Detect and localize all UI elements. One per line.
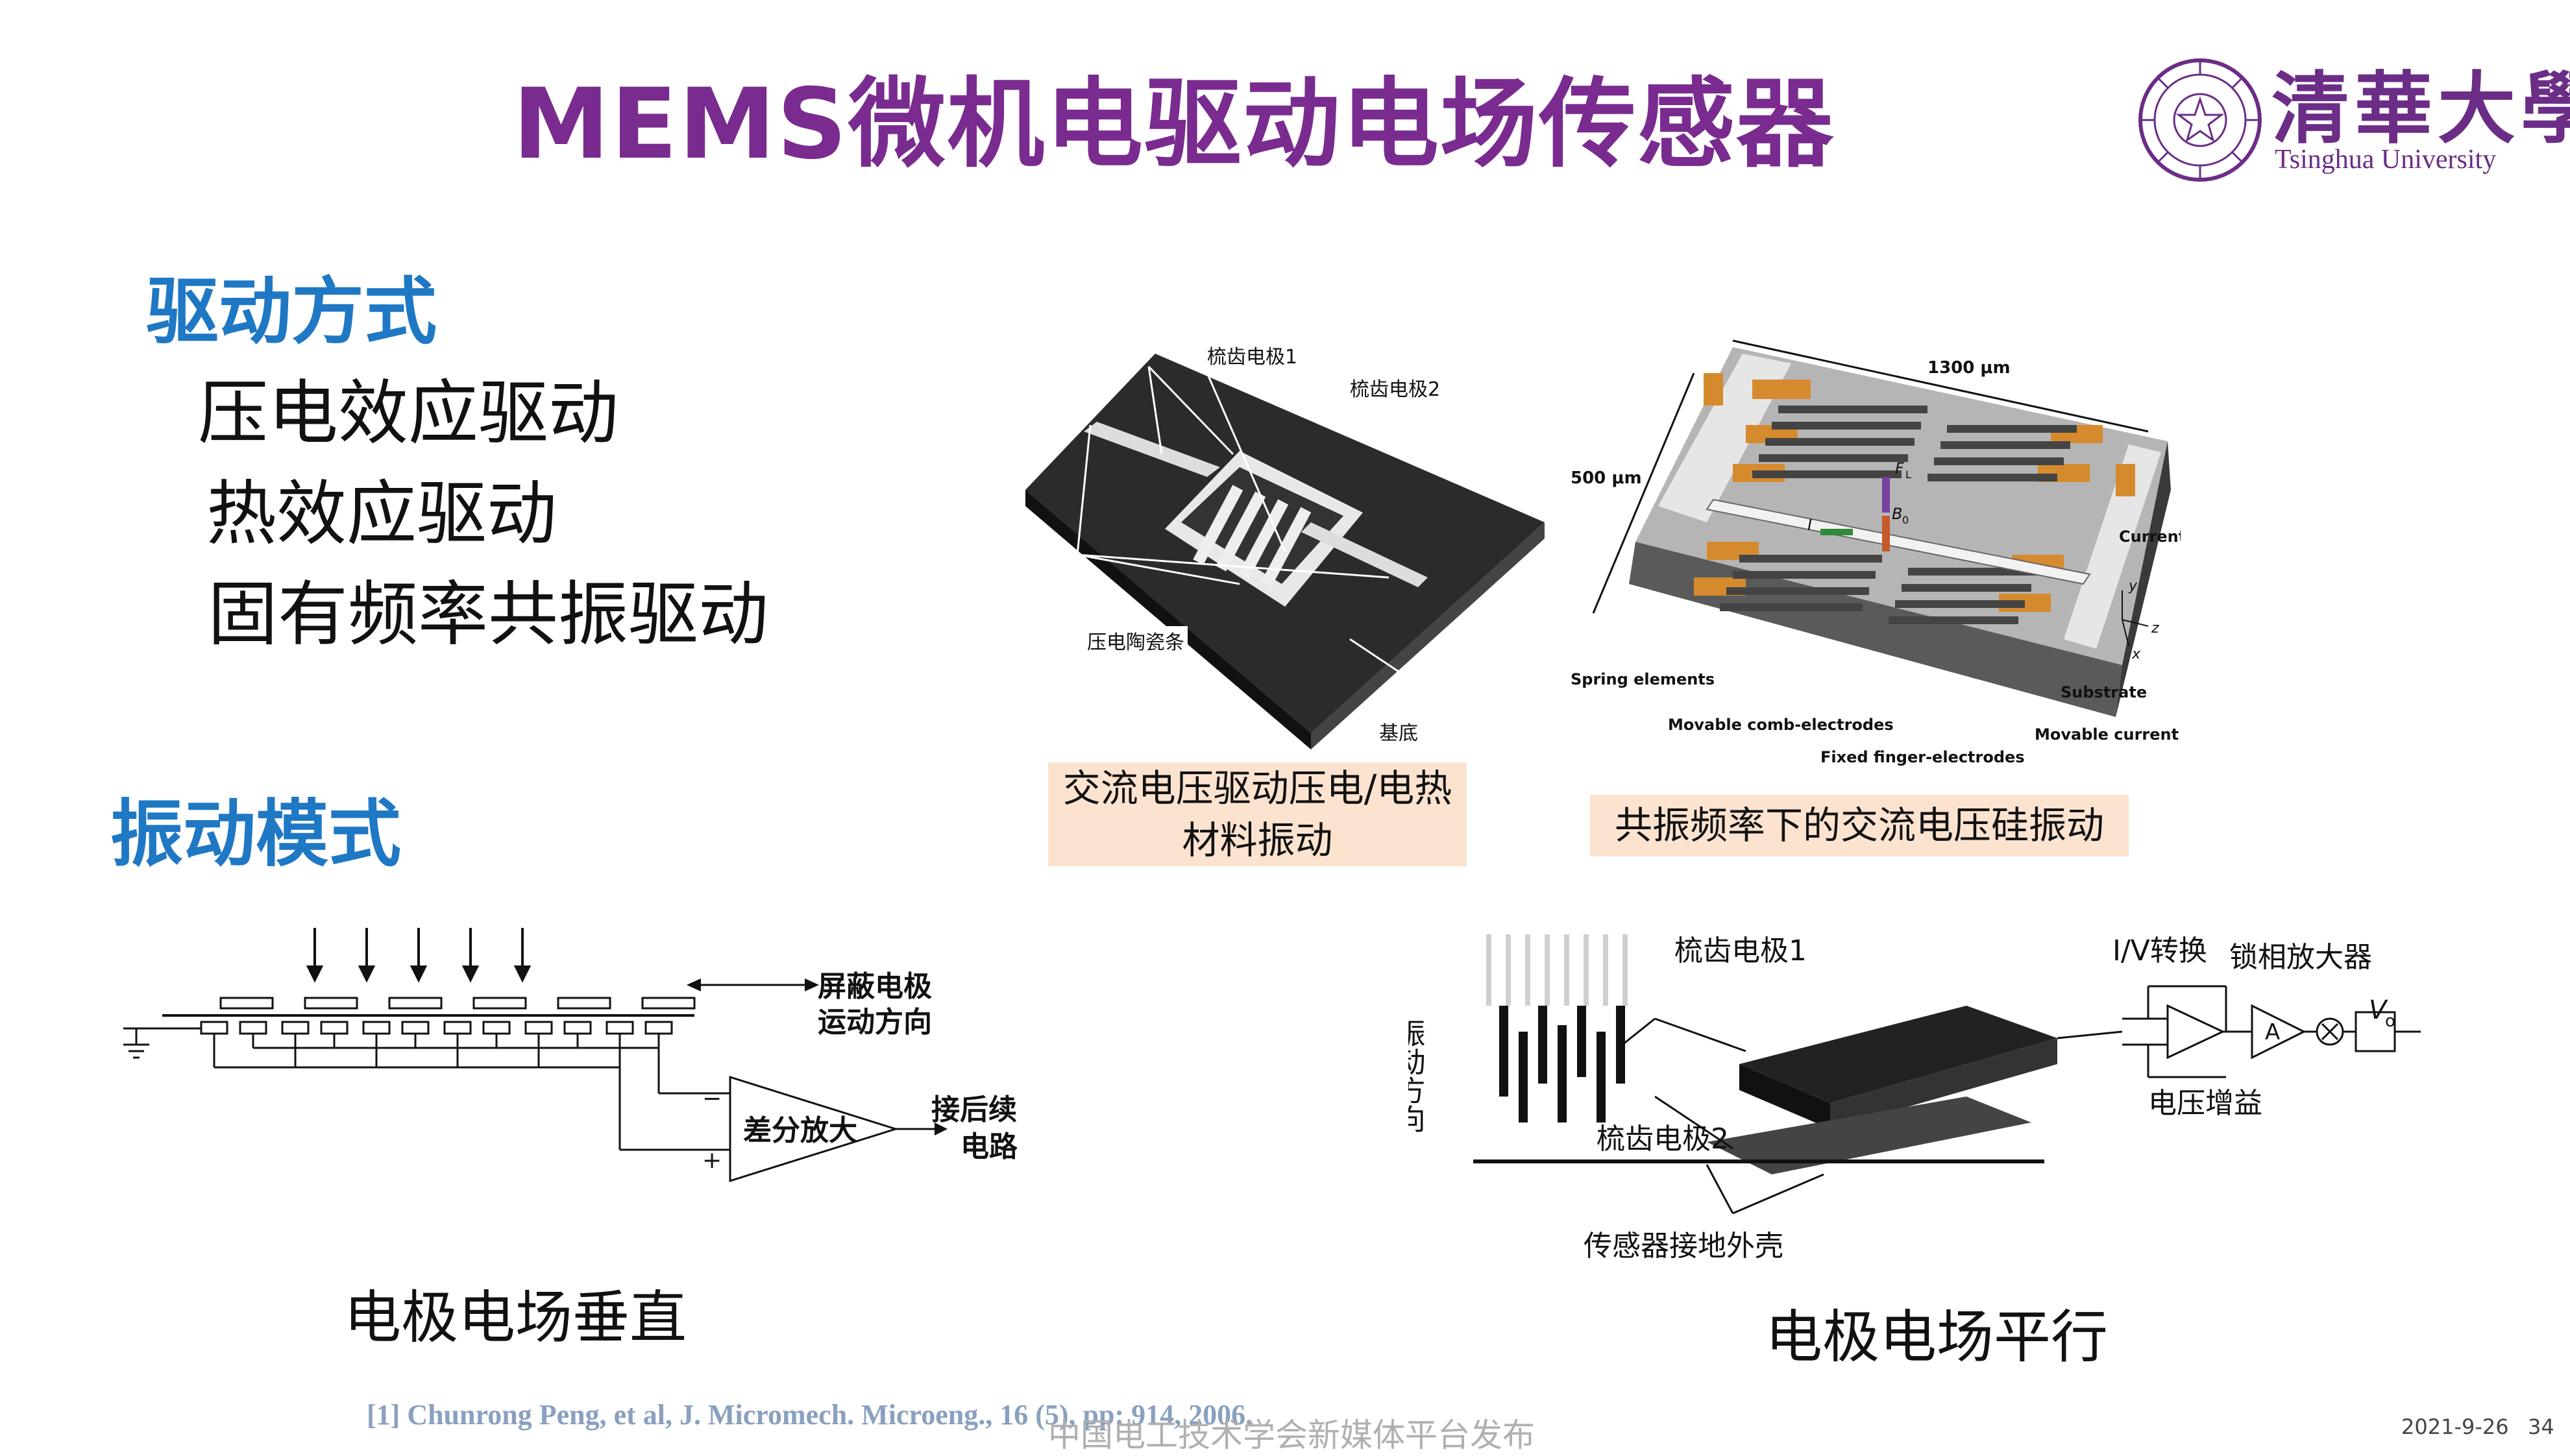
- parallel-label-vibdir: 振动方向: [1408, 1019, 1425, 1133]
- vertical-caption: 电极电场垂直: [344, 1284, 687, 1351]
- tsinghua-seal-icon: [2138, 58, 2262, 182]
- resonant-device-figure: 1300 μm 500 μm F L B 0 I y z: [1571, 339, 2181, 766]
- resonant-axis-z: z: [2151, 620, 2159, 637]
- logo-name-cn: 清華大學: [2271, 63, 2570, 154]
- resonant-label-connectors: Current conectors: [2119, 528, 2181, 546]
- logo-name-en: Tsinghua University: [2275, 145, 2497, 175]
- vertical-label-motion: 运动方向: [818, 1006, 932, 1039]
- resonant-label-fl: F: [1895, 459, 1905, 478]
- resonant-caption: 共振频率下的交流电压硅振动: [1590, 795, 2129, 856]
- resonant-caption-text: 共振频率下的交流电压硅振动: [1614, 803, 2104, 847]
- piezo-label-strip: 压电陶瓷条: [1087, 631, 1184, 654]
- resonant-label-spring: Spring elements: [1571, 670, 1715, 688]
- resonant-label-substrate: Substrate: [2061, 683, 2147, 701]
- resonant-axis-x: x: [2131, 646, 2141, 662]
- vertical-label-diffamp: 差分放大: [743, 1114, 857, 1147]
- parallel-label-iv: I/V转换: [2112, 934, 2207, 967]
- drive-item-thermal: 热效应驱动: [206, 474, 557, 555]
- resonant-label-height: 500 μm: [1571, 468, 1642, 488]
- vertical-label-minus: −: [702, 1086, 722, 1112]
- resonant-axis-y: y: [2128, 578, 2138, 594]
- vertical-label-plus: +: [702, 1147, 722, 1174]
- resonant-label-conductor: Movable current conductor: [2035, 725, 2181, 744]
- resonant-label-b: B: [1892, 505, 1902, 523]
- piezo-caption-text: 交流电压驱动压电/电热材料振动: [1062, 766, 1452, 862]
- vertical-field-diagram: 屏蔽电极 运动方向 差分放大 接后续 电路 − +: [123, 928, 1018, 1183]
- piezo-device-figure: 梳齿电极1 梳齿电极2 压电陶瓷条 基底: [1025, 341, 1545, 749]
- vertical-label-shield: 屏蔽电极: [818, 970, 932, 1003]
- vertical-label-next2: 电路: [961, 1130, 1018, 1163]
- resonant-label-fl-sub: L: [1905, 468, 1911, 481]
- resonant-label-i: I: [1807, 516, 1812, 534]
- parallel-label-lockin: 锁相放大器: [2229, 941, 2372, 974]
- reference-citation: [1] Chunrong Peng, et al, J. Micromech. …: [367, 1399, 1253, 1431]
- watermark-text: 中国电工技术学会新媒体平台发布: [1048, 1416, 1535, 1454]
- drive-item-resonant: 固有频率共振驱动: [208, 574, 769, 655]
- parallel-label-shell: 传感器接地外壳: [1584, 1230, 1783, 1263]
- drive-heading: 驱动方式: [146, 270, 437, 354]
- parallel-label-vo-sub: o: [2385, 1012, 2395, 1031]
- resonant-label-b-sub: 0: [1902, 514, 1909, 526]
- parallel-label-comb1: 梳齿电极1: [1674, 934, 1807, 967]
- piezo-label-comb2: 梳齿电极2: [1350, 378, 1440, 401]
- piezo-caption: 交流电压驱动压电/电热材料振动: [1048, 762, 1467, 866]
- parallel-label-a: A: [2265, 1019, 2280, 1045]
- page-number: 34: [2528, 1414, 2554, 1439]
- drive-item-piezo: 压电效应驱动: [198, 373, 619, 454]
- parallel-caption: 电极电场平行: [1765, 1304, 2109, 1370]
- resonant-label-movable-comb: Movable comb-electrodes: [1668, 716, 1894, 734]
- parallel-label-vo: V: [2369, 995, 2388, 1025]
- slide-date: 2021-9-26: [2401, 1414, 2509, 1439]
- resonant-label-fixed-finger: Fixed finger-electrodes: [1820, 748, 2025, 766]
- piezo-label-substrate: 基底: [1379, 722, 1418, 745]
- vertical-label-next1: 接后续: [931, 1093, 1017, 1126]
- piezo-label-comb1: 梳齿电极1: [1207, 346, 1297, 369]
- slide-title: MEMS微机电驱动电场传感器: [513, 68, 1835, 181]
- parallel-label-gain: 电压增益: [2148, 1087, 2262, 1120]
- parallel-field-diagram: 振动方向 梳齿电极1 梳齿电极2 I/V转换 锁相放大器 电压增益 传感器接地外…: [1408, 934, 2421, 1263]
- resonant-label-width: 1300 μm: [1928, 358, 2011, 378]
- vibration-heading: 振动模式: [110, 792, 401, 877]
- parallel-label-comb2: 梳齿电极2: [1597, 1122, 1729, 1156]
